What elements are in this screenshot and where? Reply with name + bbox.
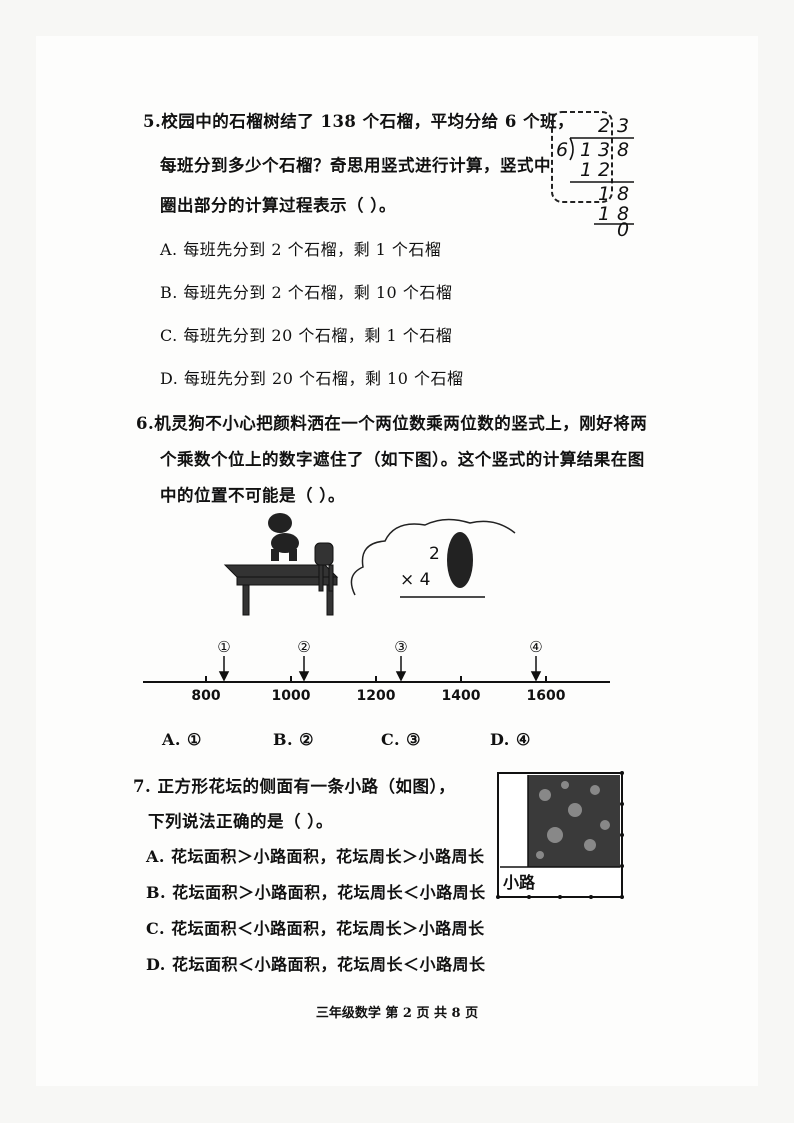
q5-line-1: 5.校园中的石榴树结了 138 个石榴，平均分给 6 个班， <box>143 112 575 131</box>
tick-1600: 1600 <box>527 688 566 704</box>
div-dividend-3: 8 <box>617 139 629 161</box>
paint-blot <box>447 532 473 588</box>
div-divisor: 6 <box>556 139 568 161</box>
cloud-illustration: 2 × 4 <box>350 518 516 598</box>
marker-1: ① <box>217 638 230 656</box>
tick-800: 800 <box>191 688 220 704</box>
marker-4: ④ <box>529 638 542 656</box>
div-step1-1: 1 <box>580 159 592 181</box>
div-step1-2: 2 <box>598 159 610 181</box>
div-final: 0 <box>617 219 629 238</box>
mult-bottom: × 4 <box>400 570 430 590</box>
div-quotient-1: 2 <box>598 115 610 137</box>
mult-top: 2 <box>429 544 440 564</box>
q6-option-d[interactable]: D. ④ <box>490 730 531 749</box>
marker-2: ② <box>297 638 310 656</box>
tick-1400: 1400 <box>442 688 481 704</box>
page-paper <box>36 36 758 1086</box>
desk-dog-illustration <box>223 513 339 616</box>
q7-line-2: 下列说法正确的是（ ）。 <box>148 812 333 831</box>
q6-option-a[interactable]: A. ① <box>162 730 202 749</box>
q5-option-a[interactable]: A. 每班先分到 2 个石榴，剩 1 个石榴 <box>160 240 442 259</box>
q5-line-2: 每班分到多少个石榴？奇思用竖式进行计算，竖式中 <box>160 156 551 175</box>
q5-option-d[interactable]: D. 每班先分到 20 个石榴，剩 10 个石榴 <box>160 369 464 388</box>
q7-option-a[interactable]: A. 花坛面积＞小路面积，花坛周长＞小路周长 <box>146 847 485 866</box>
q5-line-3: 圈出部分的计算过程表示（ ）。 <box>160 196 396 215</box>
path-label: 小路 <box>503 873 536 892</box>
tick-1200: 1200 <box>357 688 396 704</box>
q7-option-c[interactable]: C. 花坛面积＜小路面积，花坛周长＞小路周长 <box>146 919 485 938</box>
q5-option-c[interactable]: C. 每班先分到 20 个石榴，剩 1 个石榴 <box>160 326 453 345</box>
q5-option-b[interactable]: B. 每班先分到 2 个石榴，剩 10 个石榴 <box>160 283 453 302</box>
div-step2-1: 1 <box>598 203 610 225</box>
flowerbed-figure: 小路 <box>496 771 624 899</box>
div-dividend-1: 1 <box>580 139 592 161</box>
q6-line-1: 6.机灵狗不小心把颜料洒在一个两位数乘两位数的竖式上，刚好将两 <box>136 414 648 433</box>
div-step2-2: 8 <box>617 203 629 225</box>
div-rem1-2: 8 <box>617 183 629 205</box>
q7-option-d[interactable]: D. 花坛面积＜小路面积，花坛周长＜小路周长 <box>146 955 486 974</box>
q6-option-b[interactable]: B. ② <box>273 730 315 749</box>
marker-3: ③ <box>394 638 407 656</box>
page-footer: 三年级数学 第 2 页 共 8 页 <box>315 1006 479 1021</box>
long-division-figure: 2 3 6 1 3 8 1 2 1 8 1 8 0 <box>551 111 634 238</box>
div-rem1-1: 1 <box>598 183 610 205</box>
div-dividend-2: 3 <box>598 139 610 161</box>
circled-region <box>551 111 613 203</box>
q7-line-1: 7. 正方形花坛的侧面有一条小路（如图）， <box>133 777 456 796</box>
q6-line-3: 中的位置不可能是（ ）。 <box>160 486 345 505</box>
tick-1000: 1000 <box>272 688 311 704</box>
q7-option-b[interactable]: B. 花坛面积＞小路面积，花坛周长＜小路周长 <box>146 883 486 902</box>
q6-option-c[interactable]: C. ③ <box>381 730 421 749</box>
q6-line-2: 个乘数个位上的数字遮住了（如下图）。这个竖式的计算结果在图 <box>160 450 645 469</box>
div-quotient-2: 3 <box>617 115 629 137</box>
number-line: 800 1000 1200 1400 1600 ① ② ③ ④ <box>143 638 610 704</box>
